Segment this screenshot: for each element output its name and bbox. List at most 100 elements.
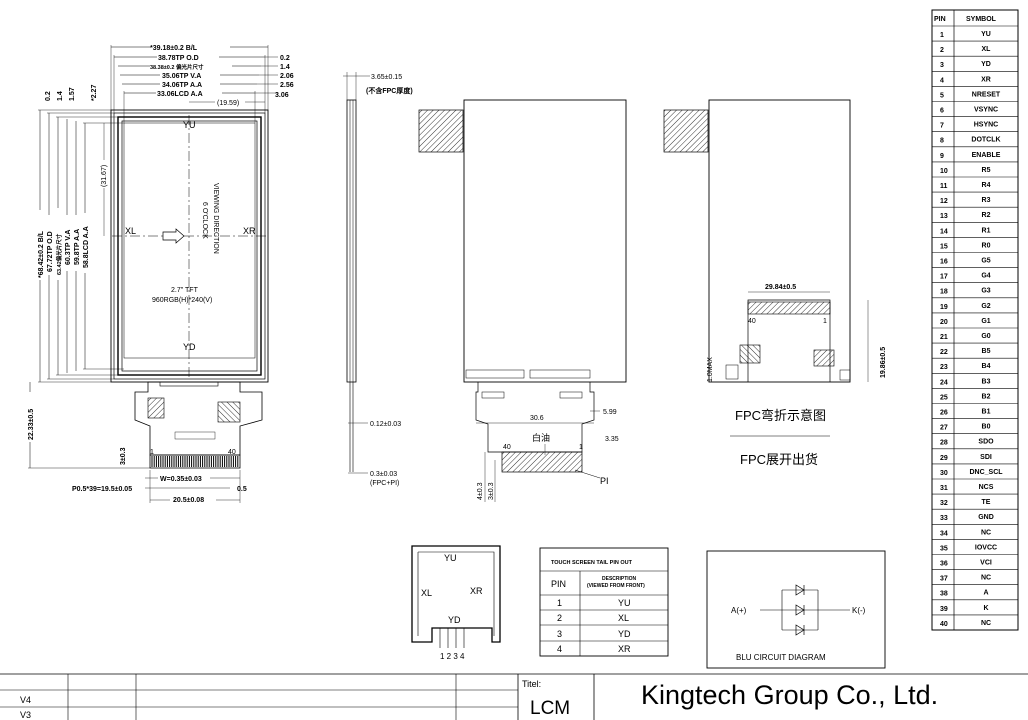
pin-symbol: NC (981, 620, 991, 627)
pin-symbol: A (983, 590, 988, 597)
fpc-end-dim: 0.5 (237, 486, 247, 493)
width-dim-3: 38.38±0.2 偏光片尺寸 (150, 63, 204, 71)
blu-circuit-diagram: A(+) K(-) BLU CIRCUIT DIAGRAM (706, 550, 886, 669)
touch-pinout-row-desc: XL (618, 613, 629, 623)
product-resolution-label: 960RGB(H)*240(V) (152, 297, 212, 304)
pin-number: 20 (940, 319, 948, 326)
pin-number: 36 (940, 561, 948, 568)
pin-symbol: DOTCLK (971, 137, 1000, 144)
pin-number: 4 (940, 77, 944, 84)
white-oil-label: 白油 (532, 432, 550, 443)
width-dim-5: 34.06TP A.A (162, 82, 202, 89)
width-dim-2: 38.78TP O.D (158, 55, 199, 62)
left-top-dim-1: 0.2 (45, 91, 52, 101)
front-xl-label: XL (125, 226, 136, 236)
pin-number: 26 (940, 410, 948, 417)
pin-number: 29 (940, 455, 948, 462)
oclock-label: 6 O'CLOCK (201, 202, 208, 239)
front-yd-label: YD (183, 342, 196, 352)
pin-symbol: HSYNC (974, 122, 999, 129)
pin-number: 14 (940, 228, 948, 235)
pin-symbol: ENABLE (972, 152, 1001, 159)
width-dim-1: *39.18±0.2 B/L (150, 45, 198, 52)
pin-symbol: DNC_SCL (969, 469, 1003, 476)
title-block: V4 V3 Titel: LCM Kingtech Group Co., Ltd… (0, 673, 1028, 720)
bend-pin40: 40 (748, 318, 756, 325)
side-pi-note: (FPC+PI) (370, 480, 399, 487)
tp-pins-label: 1 2 3 4 (440, 652, 465, 661)
back-height-dim-2: 3±0.3 (488, 482, 495, 500)
pin-symbol: G0 (981, 333, 990, 340)
pin-number: 7 (940, 123, 944, 130)
height-dim-3: 63.42偏光片尺寸 (55, 233, 63, 275)
pin-symbol: IOVCC (975, 544, 997, 551)
pin-symbol: YD (981, 61, 991, 68)
pin-number: 10 (940, 168, 948, 175)
title-value: LCM (530, 698, 570, 719)
fpc-pin40-label: 40 (228, 449, 236, 456)
pin-symbol: NRESET (972, 91, 1001, 98)
pin-symbol: SDO (978, 439, 994, 446)
touch-panel-schematic: YU XL XR YD 1 2 3 4 (411, 545, 501, 661)
pin-number: 37 (940, 576, 948, 583)
pin-symbol: B1 (982, 409, 991, 416)
width-dim-6: 33.06LCD A.A (157, 91, 203, 98)
active-area (121, 120, 258, 372)
pin-number: 15 (940, 243, 948, 250)
side-fpc-thickness: 0.12±0.03 (370, 421, 401, 428)
front-view: YU YD XL XR VIEWING DIRECTION 6 O'CLOCK … (26, 43, 294, 504)
pin-symbol: G1 (981, 318, 990, 325)
pin-symbol: B3 (982, 378, 991, 385)
inner-dim-19: (19.59) (217, 100, 239, 107)
pin-number: 31 (940, 485, 948, 492)
pin-number: 8 (940, 138, 944, 145)
pin-number: 9 (940, 153, 944, 160)
pin-number: 27 (940, 425, 948, 432)
pin-symbol: VCI (980, 560, 992, 567)
back-edge-dim: 3.35 (605, 436, 619, 443)
pin-number: 1 (940, 32, 944, 39)
touch-pinout-row-pin: 4 (557, 644, 562, 654)
pin-number: 35 (940, 545, 948, 552)
left-top-dim-4: *2.27 (91, 85, 98, 101)
front-fpc: 1 40 22.33±0.5 3±0.3 W=0.35±0.03 P0.5*39… (26, 381, 263, 504)
pin-symbol: NC (981, 575, 991, 582)
pin-symbol: R5 (982, 167, 991, 174)
pin-symbol: YU (981, 31, 991, 38)
fpc-gold-fingers (151, 456, 239, 467)
pin-table-header-symbol: SYMBOL (966, 16, 997, 23)
pi-label: PI (600, 476, 609, 486)
pin-symbol: B4 (982, 363, 991, 370)
height-dim-4: 60.3TP V.A (65, 230, 72, 265)
viewing-direction-arrow-icon (162, 228, 185, 244)
pin-symbol: TE (982, 499, 991, 506)
pin-number: 23 (940, 364, 948, 371)
touch-pinout-row-desc: YU (618, 598, 631, 608)
width-dimensions: *39.18±0.2 B/L 38.78TP O.D 38.38±0.2 偏光片… (110, 43, 294, 123)
touch-pinout-row-pin: 3 (557, 629, 562, 639)
touch-pinout-title: TOUCH SCREEN TAIL PIN OUT (551, 560, 633, 566)
pin-number: 28 (940, 440, 948, 447)
pin-symbol: R3 (982, 197, 991, 204)
right-dim-1: 0.2 (280, 55, 290, 62)
right-dim-3: 2.06 (280, 73, 294, 80)
side-view: 3.65±0.15 (不含FPC厚度) 0.12±0.03 0.3±0.03 (… (343, 72, 413, 487)
pin-number: 3 (940, 62, 944, 69)
pin-number: 22 (940, 349, 948, 356)
back-offset-dim: 5.99 (603, 409, 617, 416)
pin-number: 16 (940, 259, 948, 266)
pin-number: 6 (940, 108, 944, 115)
right-dim-5: 3.06 (275, 92, 289, 99)
titel-label: Titel: (522, 679, 541, 689)
pin-symbol: R4 (982, 182, 991, 189)
bend-width-dim: 29.84±0.5 (765, 284, 796, 291)
fpc-length-dim: 20.5±0.08 (173, 497, 204, 504)
pin-number: 39 (940, 606, 948, 613)
unfold-caption: FPC展开出货 (740, 452, 818, 467)
pin-number: 19 (940, 304, 948, 311)
bend-caption: FPC弯折示意图 (735, 408, 826, 423)
side-thickness-note: (不含FPC厚度) (366, 86, 413, 95)
fpc-height-dim: 22.33±0.5 (28, 409, 35, 440)
side-thickness-dim: 3.65±0.15 (371, 74, 402, 81)
